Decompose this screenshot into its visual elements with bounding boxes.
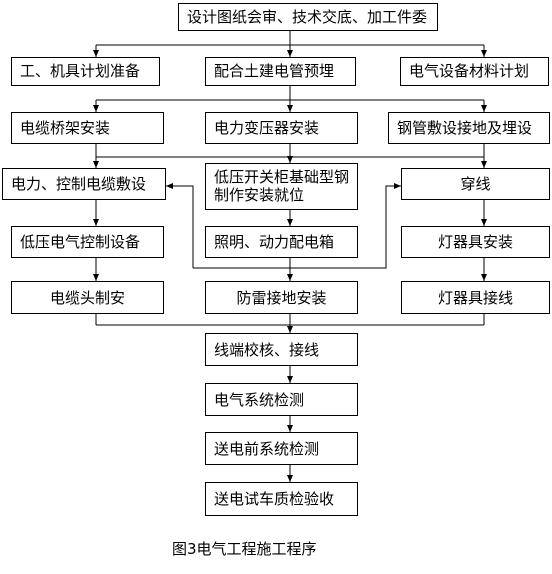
step-fixture-wiring: 灯器具接线 bbox=[401, 281, 550, 314]
step-steel-pipe-grounding: 钢管敷设接地及埋设 bbox=[388, 112, 550, 144]
step-system-test: 电气系统检测 bbox=[205, 383, 358, 416]
step-wire-pulling: 穿线 bbox=[401, 168, 550, 200]
step-cable-laying: 电力、控制电缆敷设 bbox=[2, 168, 166, 200]
step-design-review: 设计图纸会审、技术交底、加工件委 bbox=[178, 3, 438, 31]
step-tool-plan: 工、机具计划准备 bbox=[11, 57, 160, 86]
step-material-plan: 电气设备材料计划 bbox=[400, 57, 549, 86]
connector-arrow bbox=[166, 183, 194, 268]
step-fixture-install: 灯器具安装 bbox=[401, 226, 550, 258]
step-cable-tray: 电缆桥架安装 bbox=[11, 112, 164, 144]
step-transformer: 电力变压器安装 bbox=[205, 112, 358, 144]
step-lightning-grounding: 防雷接地安装 bbox=[205, 281, 358, 314]
step-commissioning-acceptance: 送电试车质检验收 bbox=[205, 482, 358, 516]
step-pre-energize-test: 送电前系统检测 bbox=[205, 432, 358, 465]
step-switchgear-base: 低压开关柜基础型钢制作安装就位 bbox=[205, 163, 358, 210]
step-cable-termination: 电缆头制安 bbox=[11, 281, 164, 314]
step-conduit-embed: 配合土建电管预埋 bbox=[205, 57, 356, 86]
step-lv-control-equipment: 低压电气控制设备 bbox=[11, 226, 164, 258]
figure-caption: 图3电气工程施工程序 bbox=[172, 540, 317, 558]
step-terminal-check: 线端校核、接线 bbox=[205, 333, 358, 366]
step-distribution-box: 照明、动力配电箱 bbox=[205, 226, 358, 258]
